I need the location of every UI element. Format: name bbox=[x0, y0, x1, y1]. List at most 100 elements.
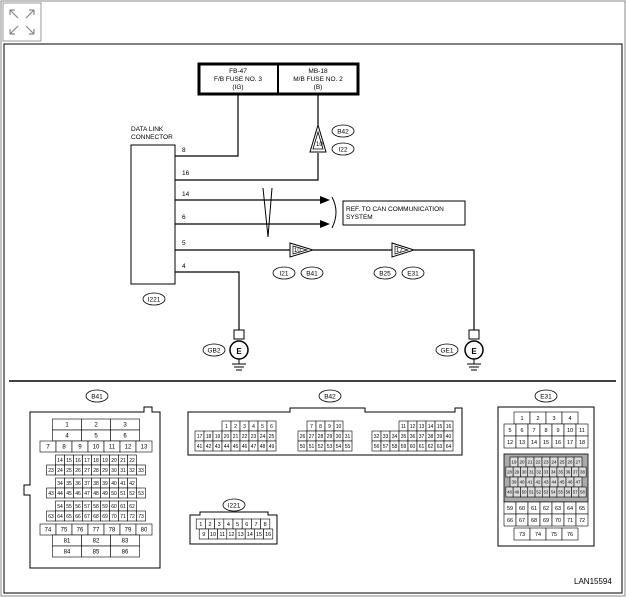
pin-number: 32 bbox=[536, 470, 541, 475]
pin-number: 7 bbox=[310, 424, 313, 430]
pin-number: 86 bbox=[122, 550, 129, 556]
pin-number: 42 bbox=[206, 444, 212, 450]
pin-number: 69 bbox=[543, 518, 549, 524]
fuse-conn-pin: 10 bbox=[316, 142, 323, 148]
pin-number: 2 bbox=[208, 522, 211, 528]
can-reference: REF. TO CAN COMMUNICATION SYSTEM bbox=[331, 196, 466, 229]
pin-number: 1 bbox=[199, 522, 202, 528]
pin-number: 52 bbox=[536, 490, 541, 495]
pin-number: 56 bbox=[566, 490, 571, 495]
pin-number: 45 bbox=[559, 480, 565, 485]
dlc-pin-16: 16 bbox=[182, 170, 190, 177]
pin-number: 40 bbox=[111, 481, 117, 487]
wire-4 bbox=[175, 271, 240, 330]
pin-number: 26 bbox=[300, 434, 306, 440]
junction-2-conn-b: E31 bbox=[407, 271, 419, 278]
dlc-title-line1: DATA LINK bbox=[131, 126, 164, 133]
pin-number: 7 bbox=[46, 445, 50, 451]
expand-icon bbox=[9, 9, 35, 35]
pin-number: 2 bbox=[234, 424, 237, 430]
pin-number: 26 bbox=[567, 460, 573, 465]
fuse-2-line1: MB-18 bbox=[308, 68, 328, 75]
pin-number: 32 bbox=[374, 434, 380, 440]
can-ref-line2: SYSTEM bbox=[346, 214, 373, 221]
pin-number: 38 bbox=[428, 434, 434, 440]
pin-number: 65 bbox=[66, 514, 72, 520]
pin-number: 19 bbox=[511, 460, 517, 465]
pin-number: 82 bbox=[93, 539, 100, 545]
pin-number: 21 bbox=[120, 458, 126, 464]
dlc-connector-tag: I221 bbox=[142, 292, 166, 306]
pin-number: 6 bbox=[520, 428, 523, 434]
pin-number: 16 bbox=[446, 424, 452, 430]
pin-number: 22 bbox=[535, 460, 541, 465]
dlc-connector-label: I221 bbox=[148, 297, 161, 304]
pin-number: 41 bbox=[120, 481, 126, 487]
pin-cell bbox=[266, 440, 277, 452]
pin-number: 72 bbox=[579, 518, 585, 524]
fuse-connector-symbol: 10 B42 I22 bbox=[309, 123, 355, 156]
pin-number: 39 bbox=[102, 481, 108, 487]
pin-number: 51 bbox=[529, 490, 534, 495]
pin-number: 51 bbox=[120, 491, 126, 497]
pin-number: 22 bbox=[242, 434, 248, 440]
pin-number: 22 bbox=[129, 458, 135, 464]
pin-number: 8 bbox=[62, 445, 66, 451]
pin-number: 39 bbox=[511, 480, 517, 485]
pin-number: 15 bbox=[66, 458, 72, 464]
pin-number: 62 bbox=[129, 504, 135, 510]
pin-number: 45 bbox=[66, 491, 72, 497]
pin-number: 42 bbox=[535, 480, 541, 485]
pin-number: 54 bbox=[551, 490, 556, 495]
pin-number: 73 bbox=[519, 532, 525, 538]
pin-cell bbox=[135, 440, 153, 453]
pin-number: 62 bbox=[428, 444, 434, 450]
pin-number: 30 bbox=[111, 468, 117, 474]
pin-number: 16 bbox=[555, 440, 561, 446]
wire-ig bbox=[175, 94, 239, 157]
pin-number: 33 bbox=[138, 468, 144, 474]
pin-number: 34 bbox=[57, 481, 63, 487]
pin-number: 3 bbox=[218, 522, 221, 528]
pin-number: 30 bbox=[336, 434, 342, 440]
pin-number: 37 bbox=[573, 470, 578, 475]
pin-number: 55 bbox=[345, 444, 351, 450]
pin-number: 62 bbox=[543, 506, 549, 512]
pin-number: 10 bbox=[567, 428, 573, 434]
pin-number: 50 bbox=[522, 490, 527, 495]
pin-number: 28 bbox=[93, 468, 99, 474]
pin-number: 83 bbox=[122, 539, 129, 545]
pin-number: 74 bbox=[45, 528, 52, 534]
pin-number: 48 bbox=[507, 490, 512, 495]
pin-number: 15 bbox=[256, 532, 262, 538]
pin-number: 61 bbox=[531, 506, 537, 512]
pin-number: 84 bbox=[64, 550, 71, 556]
pin-cell bbox=[263, 528, 274, 540]
pin-number: 27 bbox=[575, 460, 581, 465]
pin-cell bbox=[135, 523, 153, 536]
pin-number: 3 bbox=[552, 416, 555, 422]
pin-number: 57 bbox=[84, 504, 90, 510]
diagram-frame bbox=[3, 43, 623, 594]
pin-number: 46 bbox=[75, 491, 81, 497]
pin-number: 63 bbox=[48, 514, 54, 520]
pin-number: 60 bbox=[410, 444, 416, 450]
ground-gb2-label: GB2 bbox=[207, 348, 220, 355]
expand-button[interactable] bbox=[2, 2, 42, 42]
pin-number: 49 bbox=[514, 490, 519, 495]
wires bbox=[175, 94, 475, 330]
pin-number: 66 bbox=[75, 514, 81, 520]
pin-number: 44 bbox=[551, 480, 557, 485]
pin-number: 24 bbox=[57, 468, 63, 474]
pin-number: 49 bbox=[269, 444, 275, 450]
junction-2-conn-a: B25 bbox=[379, 271, 391, 278]
pin-number: 78 bbox=[109, 528, 116, 534]
pin-number: 7 bbox=[254, 522, 257, 528]
pin-number: 71 bbox=[120, 514, 126, 520]
pin-number: 1 bbox=[520, 416, 523, 422]
pin-number: 5 bbox=[236, 522, 239, 528]
pin-number: 1 bbox=[65, 423, 69, 429]
ground-ge1-label: GE1 bbox=[440, 348, 453, 355]
